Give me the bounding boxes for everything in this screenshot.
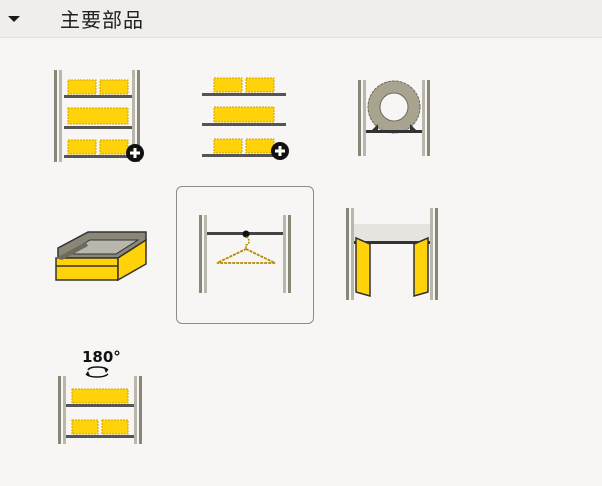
rotation-label: 180° — [82, 348, 121, 366]
part-tile-hanging-rod[interactable] — [176, 186, 314, 324]
part-tile-shelving-add[interactable] — [28, 50, 166, 188]
drawer-tray-icon — [55, 231, 147, 282]
corner-panel-icon — [346, 208, 438, 300]
part-tile-drawer-tray[interactable] — [28, 188, 166, 326]
section-title: 主要部品 — [60, 8, 144, 32]
part-tile-corner-panel[interactable] — [324, 188, 462, 326]
hanging-rod-icon — [199, 215, 291, 293]
rotated-shelving-icon: 180° — [58, 348, 142, 444]
tire-rack-icon — [358, 80, 430, 156]
shelving-add-icon — [54, 70, 144, 162]
part-tile-shelves-add[interactable] — [176, 50, 314, 188]
collapse-toggle[interactable] — [0, 0, 28, 38]
caret-down-icon — [8, 15, 20, 22]
part-tile-tire-rack[interactable] — [324, 50, 462, 188]
section-header[interactable]: 主要部品 — [0, 0, 602, 38]
shelves-add-icon — [202, 77, 289, 160]
part-tile-rotated-shelving[interactable]: 180° — [28, 326, 166, 464]
